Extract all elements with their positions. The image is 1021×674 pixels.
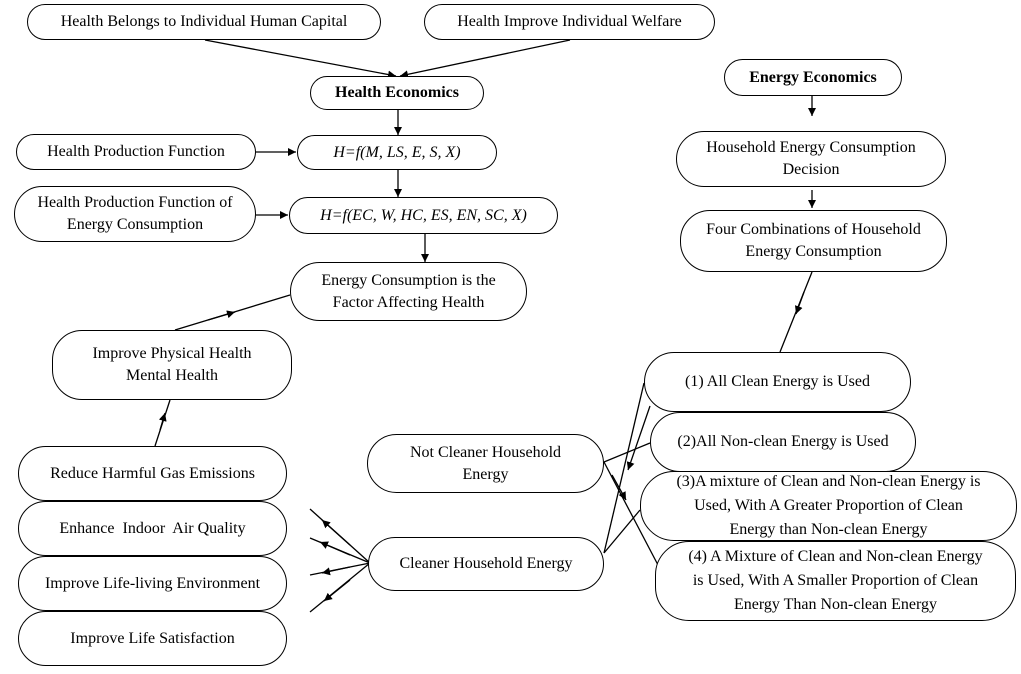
node-formula-1: H=f(M, LS, E, S, X) <box>297 135 497 170</box>
node-household-decision-line1: Household Energy Consumption <box>706 139 916 156</box>
link-greater-to-cleaner <box>603 509 641 554</box>
node-four-combinations-line2: Energy Consumption <box>745 243 882 260</box>
node-not-cleaner: Not Cleaner Household Energy <box>367 434 604 493</box>
node-mixture-greater-line1: (3)A mixture of Clean and Non-clean Ener… <box>676 473 981 490</box>
node-mixture-smaller-line1: (4) A Mixture of Clean and Non-clean Ene… <box>688 548 983 565</box>
node-household-decision: Household Energy Consumption Decision <box>676 131 946 187</box>
link-clean-to-cleaner <box>603 382 645 554</box>
node-not-cleaner-line2: Energy <box>462 465 509 483</box>
node-hpf-energy-line2: Energy Consumption <box>66 216 204 233</box>
node-household-decision-line2: Decision <box>782 161 840 178</box>
link-nonclean-to-notcleaner <box>603 442 651 463</box>
node-mixture-smaller: (4) A Mixture of Clean and Non-clean Ene… <box>655 541 1016 621</box>
node-human-capital: Health Belongs to Individual Human Capit… <box>27 4 381 40</box>
arrow-four-to-options <box>779 271 813 353</box>
node-health-production-function: Health Production Function <box>16 134 256 170</box>
node-life-satisfaction: Improve Life Satisfaction <box>18 611 287 666</box>
node-reduce-gas: Reduce Harmful Gas Emissions <box>18 446 287 501</box>
node-indoor-air: Enhance Indoor Air Quality <box>18 501 287 556</box>
node-welfare: Health Improve Individual Welfare <box>424 4 715 40</box>
node-hpf-energy-line1: Health Production Function of <box>37 194 233 211</box>
node-mixture-greater-line2: Used, With A Greater Proportion of Clean <box>694 497 963 514</box>
node-all-nonclean: (2)All Non-clean Energy is Used <box>650 412 916 472</box>
node-mixture-smaller-line2: is Used, With A Smaller Proportion of Cl… <box>692 572 979 589</box>
node-health-economics: Health Economics <box>310 76 484 110</box>
arrow-capital-to-health-econ <box>204 39 397 79</box>
node-formula-2: H=f(EC, W, HC, ES, EN, SC, X) <box>289 197 558 234</box>
node-cleaner: Cleaner Household Energy <box>368 537 604 591</box>
node-not-cleaner-line1: Not Cleaner Household <box>409 443 562 461</box>
node-all-clean: (1) All Clean Energy is Used <box>644 352 911 412</box>
node-mixture-greater-line3: Energy than Non-clean Energy <box>729 521 928 538</box>
node-mixture-smaller-line3: Energy Than Non-clean Energy <box>733 596 938 613</box>
node-improve-health: Improve Physical Health Mental Health <box>52 330 292 400</box>
node-energy-factor: Energy Consumption is the Factor Affecti… <box>290 262 527 321</box>
node-energy-factor-line2: Factor Affecting Health <box>332 293 485 311</box>
node-life-environment: Improve Life-living Environment <box>18 556 287 611</box>
node-hpf-energy: Health Production Function of Energy Con… <box>14 186 256 242</box>
node-improve-health-line2: Mental Health <box>126 367 218 384</box>
node-energy-economics: Energy Economics <box>724 59 902 96</box>
node-improve-health-line1: Improve Physical Health <box>92 345 252 362</box>
node-energy-factor-line1: Energy Consumption is the <box>321 271 496 289</box>
node-four-combinations-line1: Four Combinations of Household <box>706 221 921 238</box>
link-smaller-to-notcleaner <box>603 461 659 566</box>
node-four-combinations: Four Combinations of Household Energy Co… <box>680 210 947 272</box>
arrow-welfare-to-health-econ <box>399 39 571 79</box>
node-mixture-greater: (3)A mixture of Clean and Non-clean Ener… <box>640 471 1017 541</box>
